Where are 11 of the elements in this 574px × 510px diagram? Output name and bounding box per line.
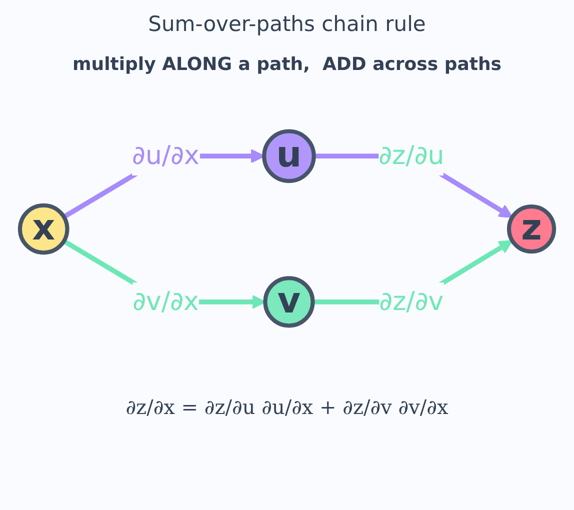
subtitle: multiply ALONG a path, ADD across paths xyxy=(72,54,502,75)
edge-label: ∂v/∂x xyxy=(132,286,199,316)
title: Sum-over-paths chain rule xyxy=(148,12,426,36)
edge-label: ∂z/∂u xyxy=(378,140,444,171)
node-circle: z xyxy=(506,204,556,254)
node-circle: x xyxy=(18,203,70,255)
formula: ∂z/∂x = ∂z/∂u ∂u/∂x + ∂z/∂v ∂v/∂x xyxy=(126,395,448,419)
node-circle: u xyxy=(262,129,316,183)
node-circle: v xyxy=(263,276,315,328)
edge-label: ∂u/∂x xyxy=(132,140,200,171)
edge-label: ∂z/∂v xyxy=(379,286,444,316)
